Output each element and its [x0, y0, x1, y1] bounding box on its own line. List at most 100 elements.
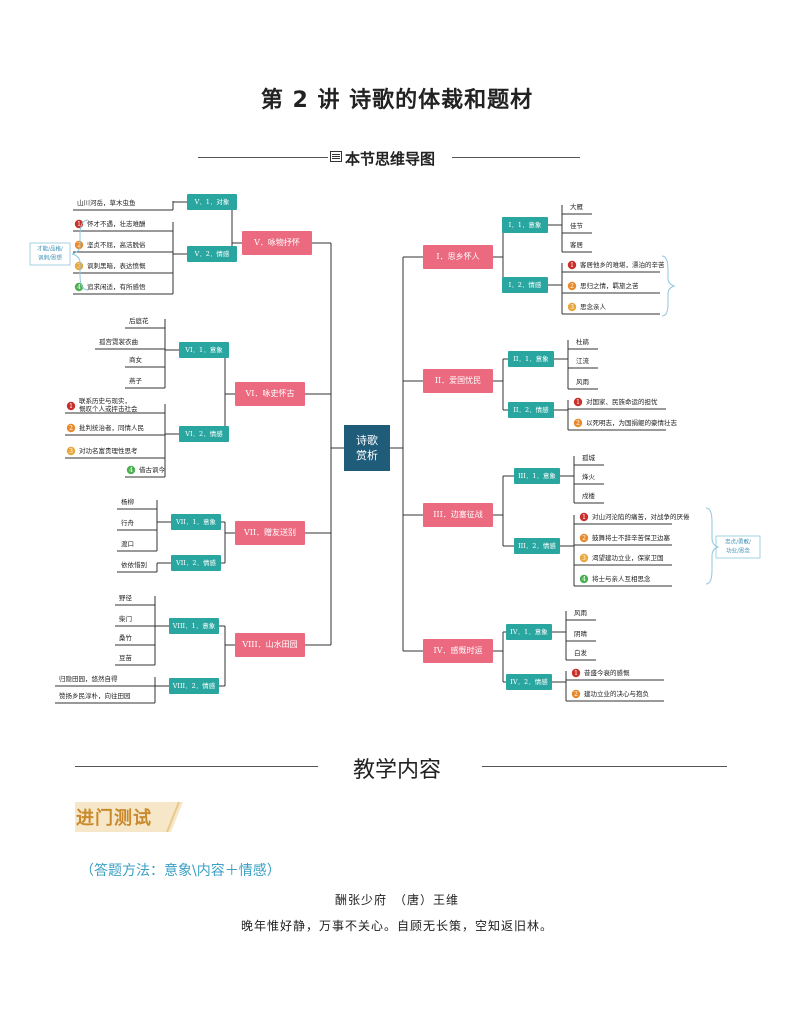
number-badge-label: 3	[77, 263, 81, 270]
number-badge-icon	[579, 553, 589, 563]
number-badge-label: 1	[570, 262, 574, 269]
leaf-text: 豆苗	[119, 654, 133, 662]
sub-V-2	[187, 246, 237, 262]
leaf-text: 客居他乡的难堪，漂泊的辛苦	[580, 260, 665, 269]
category-VIII-label: VIII．山水田园	[241, 639, 297, 649]
leaf-text: 孤宫霓裳衣曲	[99, 337, 138, 346]
category-I-label: I．思乡怀人	[436, 251, 479, 261]
number-badge-label: 2	[576, 420, 580, 427]
leaf-text: 对山河沦陷的痛苦，对战争的厌倦	[592, 512, 690, 521]
sub-VIII-2-label: VIII．2．情感	[172, 681, 216, 690]
number-badge-label: 2	[574, 691, 578, 698]
number-badge-label: 2	[77, 242, 81, 249]
category-VII	[235, 521, 305, 545]
leaf-text: 讽刺黑暗，表达愤慨	[87, 261, 146, 270]
number-badge-label: 1	[576, 399, 580, 406]
sub-I-2-label: I．2．情感	[509, 280, 542, 289]
leaf-text: 杜鹃	[576, 337, 590, 346]
sub-VII-1-label: VII．1．意象	[175, 517, 216, 526]
center-node	[344, 425, 390, 471]
number-badge-icon	[66, 423, 76, 433]
leaf-text: 白发	[574, 648, 588, 657]
leaf-text: 客居	[570, 240, 584, 249]
left-bracket	[71, 219, 89, 291]
number-badge-icon	[571, 668, 581, 678]
center-label-1: 诗歌	[356, 433, 378, 447]
number-badge-icon	[567, 302, 577, 312]
number-badge-icon	[567, 281, 577, 291]
leaf-text: 燕子	[129, 376, 143, 385]
category-II	[423, 369, 493, 393]
number-badge-icon	[66, 446, 76, 456]
left-note-box	[29, 242, 71, 266]
category-IV	[423, 639, 493, 663]
sub-II-2-label: II．2．情感	[513, 405, 549, 414]
leaf-text: 江流	[576, 356, 590, 365]
leaf-text: 坚贞不屈，高洁脱俗	[87, 240, 146, 249]
number-badge-icon	[74, 261, 84, 271]
leaf-text: 批判统治者，同情人民	[79, 423, 144, 432]
leaf-text: 思归之情，羁旅之苦	[580, 281, 639, 290]
sub-VIII-1-label: VIII．1．意象	[172, 621, 216, 630]
number-badge-icon	[567, 260, 577, 270]
leaf-text: 依依惜别	[121, 560, 147, 569]
right-note-line1: 忠贞/勇敢/	[725, 538, 751, 546]
right-note-line2: 功业/思念	[726, 547, 750, 555]
leaf-text: 杨柳	[121, 497, 134, 506]
leaf-text: 后庭花	[129, 316, 149, 325]
leaf-text: 商女	[129, 355, 143, 364]
right-note-box	[715, 535, 761, 559]
sub-III-2-label: III．2．情感	[518, 541, 556, 550]
leaf-text: 追求闲适，有所感悟	[87, 282, 146, 291]
number-badge-label: 2	[570, 283, 574, 290]
category-III	[423, 503, 493, 527]
answer-method: （答题方法：意象\内容＋情感）	[80, 863, 281, 879]
sub-VII-1	[171, 514, 221, 530]
category-V	[242, 231, 312, 255]
category-III-label: III．边塞征战	[433, 509, 482, 519]
sub-VIII-1	[169, 618, 219, 634]
number-badge-label: 4	[77, 284, 81, 291]
teaching-divider-left	[75, 766, 318, 767]
number-badge-icon	[74, 240, 84, 250]
left-note-line1: 才能/品格/	[37, 245, 63, 253]
leaf-text: 山川河岳，草木虫鱼	[77, 198, 136, 207]
number-badge-label: 1	[69, 403, 73, 410]
number-badge-icon	[126, 465, 136, 475]
leaf-text: 阴晴	[574, 629, 588, 638]
category-I	[423, 245, 493, 269]
number-badge-label: 1	[77, 221, 81, 228]
category-VIII	[235, 633, 305, 657]
sub-IV-1-label: IV．1．意象	[510, 627, 548, 636]
category-VI-label: VI．咏史怀古	[245, 388, 295, 398]
leaf-text: 将士与亲人互相思念	[592, 574, 651, 583]
leaf-text: 柴门	[119, 614, 132, 623]
leaf-text: 孤城	[582, 453, 596, 462]
sub-II-1-label: II．1．意象	[513, 354, 549, 363]
number-badge-icon	[579, 574, 589, 584]
section-divider-left	[198, 157, 328, 158]
leaf-text: 戍楼	[582, 491, 596, 500]
number-badge-label: 1	[574, 670, 578, 677]
sub-VI-2-label: VI．2．情感	[184, 429, 223, 438]
leaf-text: 归隐田园，悠然自得	[59, 674, 118, 683]
category-IV-label: IV．感慨时运	[434, 645, 483, 655]
sub-V-1-label: V．1．对象	[194, 197, 230, 206]
sub-VII-2	[171, 555, 221, 571]
number-badge-icon	[579, 533, 589, 543]
section-title: 本节思维导图	[345, 150, 436, 168]
leaf-text: 渴望建功立业，保家卫国	[592, 553, 664, 562]
number-badge-icon	[573, 418, 583, 428]
sub-III-1	[514, 468, 560, 484]
number-badge-icon	[66, 401, 76, 411]
sub-V-1	[187, 194, 237, 210]
right-bracket-2	[705, 507, 720, 585]
leaf-text: 思念亲人	[580, 302, 607, 311]
leaf-text: 佳节	[570, 221, 584, 230]
leaf-text: 桑竹	[119, 633, 133, 642]
number-badge-icon	[579, 512, 589, 522]
leaf-text: 鼓舞将士不辞辛苦保卫边塞	[592, 533, 671, 542]
number-badge-label: 2	[69, 425, 73, 432]
left-note-line2: 讽刺/思想	[38, 254, 62, 262]
leaf-text: 对国家、民族命运的担忧	[586, 397, 658, 406]
